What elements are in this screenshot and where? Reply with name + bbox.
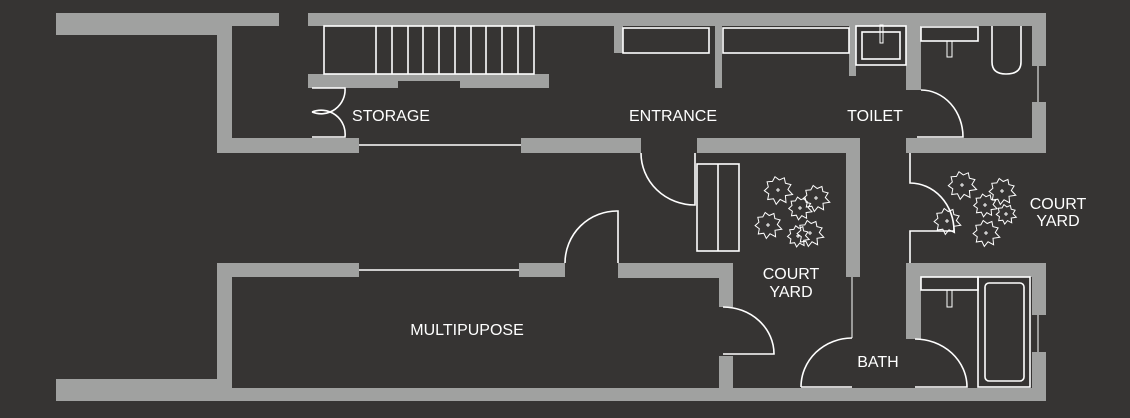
- staircase: [323, 25, 535, 75]
- cabinet: [622, 27, 710, 54]
- toilet-bowl-icon: [991, 26, 1022, 75]
- cabinet: [722, 27, 850, 54]
- bath-door-right[interactable]: [914, 338, 968, 388]
- kitchen-sink: [855, 25, 907, 66]
- tree-icon: [787, 196, 814, 221]
- storage-double-door[interactable]: [311, 87, 346, 138]
- tree-icon: [786, 225, 811, 248]
- label-courtyard-right-2: YARD: [1036, 213, 1079, 230]
- windows: [359, 66, 1039, 352]
- tree-icon: [763, 175, 794, 206]
- fixtures: [622, 24, 1031, 388]
- tree-icon: [972, 219, 1001, 248]
- walls: [56, 13, 1046, 401]
- toilet-door[interactable]: [917, 89, 964, 138]
- bathtub-basin: [984, 282, 1025, 382]
- label-multipurpose: MULTIPUPOSE: [410, 322, 524, 339]
- tree-icon: [972, 193, 999, 218]
- label-toilet: TOILET: [847, 108, 903, 125]
- tree-icon: [995, 203, 1018, 226]
- tree-icon: [988, 177, 1017, 206]
- tree-icon: [802, 184, 831, 213]
- label-bath: BATH: [857, 354, 898, 371]
- label-courtyard-right-1: COURT: [1030, 196, 1087, 213]
- bathtub-icon: [977, 276, 1031, 388]
- tree-icon: [933, 207, 962, 236]
- bath-door-left[interactable]: [800, 337, 853, 388]
- tree-icon: [796, 219, 825, 248]
- tap-icon: [946, 40, 953, 58]
- label-entrance: ENTRANCE: [629, 108, 717, 125]
- label-courtyard-center-1: COURT: [763, 266, 820, 283]
- multipurpose-side-door[interactable]: [722, 306, 775, 355]
- tap-icon: [946, 289, 953, 308]
- room-labels: STORAGE ENTRANCE TOILET COURT YARD COURT…: [352, 108, 1087, 371]
- sink-basin: [861, 31, 901, 60]
- tree-icon: [754, 211, 783, 240]
- multipurpose-door[interactable]: [564, 210, 619, 264]
- label-courtyard-center-2: YARD: [769, 284, 812, 301]
- faucet-icon: [879, 24, 884, 44]
- courtyard-door[interactable]: [640, 152, 696, 206]
- label-storage: STORAGE: [352, 108, 430, 125]
- courtyard-trees: [754, 170, 1018, 248]
- tree-icon: [947, 170, 978, 201]
